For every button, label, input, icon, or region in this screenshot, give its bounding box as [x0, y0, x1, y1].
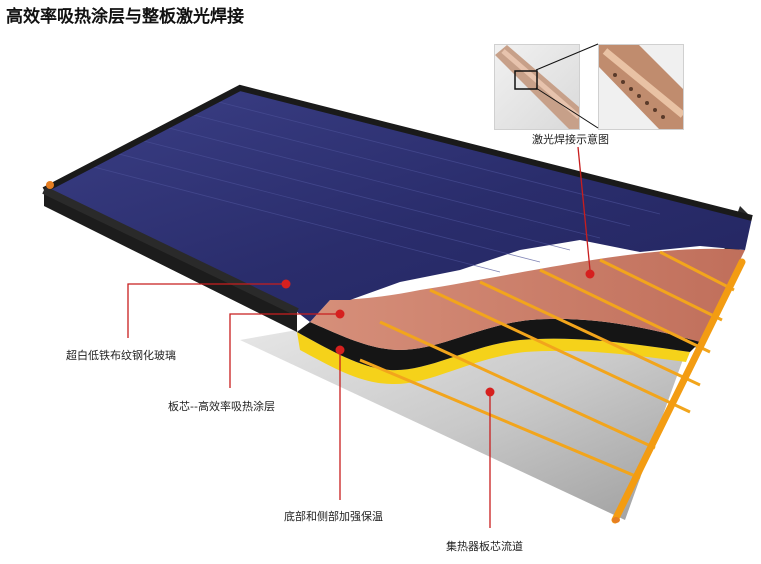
weld-photo-closeup	[598, 44, 684, 130]
flow-channels	[359, 250, 735, 480]
absorber-plate	[310, 248, 745, 350]
label-laser-weld-diagram: 激光焊接示意图	[532, 133, 609, 146]
leader-lines	[127, 146, 591, 528]
label-glass: 超白低铁布纹钢化玻璃	[66, 349, 176, 362]
weld-photo-overview	[494, 44, 580, 130]
insulation-layer	[297, 332, 690, 385]
insulation-dark	[297, 318, 700, 371]
frame-side	[44, 190, 297, 332]
header-pipe-end	[612, 517, 620, 523]
label-insulation: 底部和侧部加强保温	[284, 510, 383, 523]
frame-front-edge	[42, 186, 299, 316]
weld-seam-icon	[599, 45, 683, 129]
leader-dots	[281, 269, 595, 397]
page-title: 高效率吸热涂层与整板激光焊接	[6, 7, 244, 27]
glass-texture	[89, 100, 661, 273]
label-absorber: 板芯--高效率吸热涂层	[168, 400, 275, 413]
copper-tube-icon	[495, 45, 579, 129]
label-channels: 集热器板芯流道	[446, 540, 523, 553]
pipe-inlet	[46, 181, 54, 189]
glass-cover	[44, 88, 752, 322]
header-pipe	[611, 258, 746, 524]
back-plate	[240, 330, 690, 520]
